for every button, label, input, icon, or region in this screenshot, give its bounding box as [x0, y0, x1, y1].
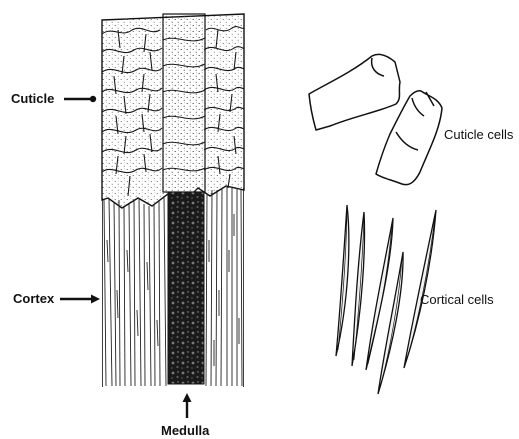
cuticle-cell-1	[309, 54, 400, 130]
medulla-label: Medulla	[161, 423, 209, 438]
cuticle-cell-2	[376, 91, 442, 185]
medulla-column	[163, 14, 205, 384]
cortex-label: Cortex	[13, 291, 54, 306]
cortical-cell-2	[352, 212, 365, 366]
cuticle-pointer-arrow	[64, 96, 96, 102]
cortical-cells-label: Cortical cells	[420, 292, 494, 307]
medulla-pointer-arrow	[183, 393, 192, 418]
cuticle-cells-label: Cuticle cells	[444, 127, 513, 142]
hair-shaft	[102, 14, 244, 387]
isolated-cuticle-cells	[309, 54, 442, 184]
cuticle-label: Cuticle	[11, 91, 54, 106]
cortex-pointer-arrow	[60, 295, 100, 304]
cortical-cell-1	[336, 205, 349, 356]
cortical-cell-5	[404, 210, 436, 368]
